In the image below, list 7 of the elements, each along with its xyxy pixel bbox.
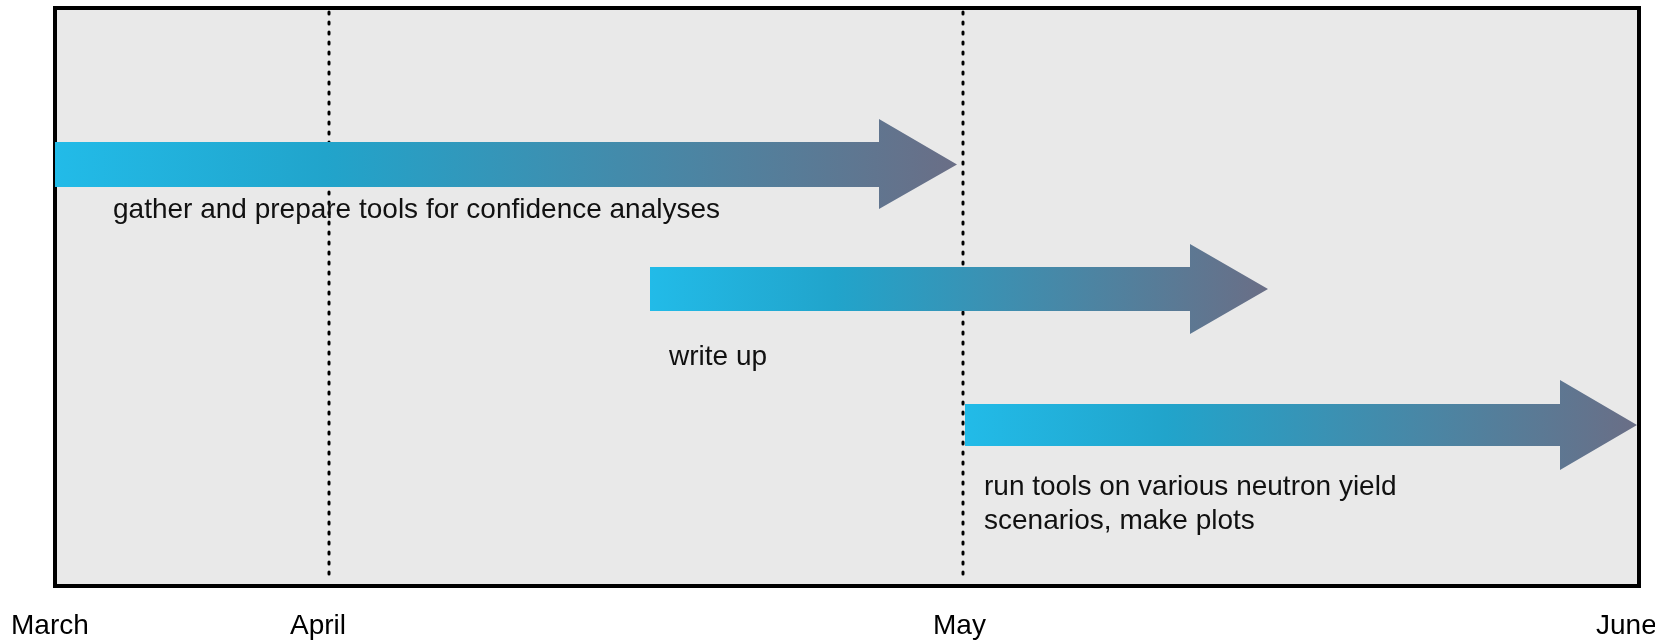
month-label: May	[933, 608, 986, 642]
task-label: run tools on various neutron yield scenarios, make plots	[984, 469, 1398, 537]
month-label: June	[1596, 608, 1655, 642]
task-label: write up	[669, 339, 768, 373]
task-label: gather and prepare tools for confidence analyses	[113, 192, 721, 226]
month-label: April	[290, 608, 346, 642]
month-label: March	[11, 608, 89, 642]
